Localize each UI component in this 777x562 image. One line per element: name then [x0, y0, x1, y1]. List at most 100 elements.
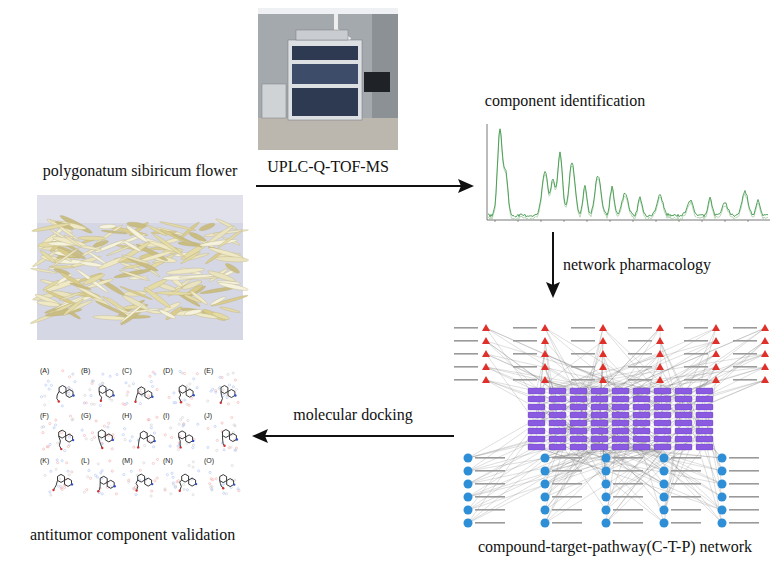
- tiny-label-mark: [571, 340, 595, 342]
- residue-dot: [197, 423, 199, 425]
- flower-seed: [92, 239, 109, 248]
- residue-dot: [124, 428, 126, 430]
- molecule-ring: [182, 474, 189, 482]
- network-link: [641, 354, 765, 415]
- residue-dot: [99, 384, 101, 386]
- arrow-line: [256, 185, 462, 187]
- residue-dot: [183, 372, 185, 374]
- residue-dot: [215, 478, 217, 480]
- tiny-label-mark: [733, 340, 757, 342]
- panel-letter: (H): [122, 412, 132, 420]
- network-link: [620, 431, 722, 497]
- molecule-ring: [66, 390, 73, 398]
- tiny-label-mark: [454, 379, 478, 381]
- network-link: [557, 391, 722, 510]
- network-link: [536, 407, 664, 484]
- molecule-ring: [59, 430, 66, 438]
- flow-arrow: [252, 429, 454, 443]
- residue-dot: [86, 489, 88, 491]
- residue-dot: [234, 425, 236, 427]
- target-box: [570, 436, 587, 442]
- tiny-label-mark: [671, 496, 701, 498]
- residue-dot: [227, 373, 229, 375]
- residue-dot: [173, 392, 175, 394]
- flower-seed: [37, 300, 61, 307]
- arrow-head: [252, 429, 268, 443]
- flower-seed: [152, 232, 186, 258]
- tiny-label-mark: [671, 470, 701, 472]
- image-panel: UPLC-Q-TOF-MS: [255, 6, 401, 178]
- target-box: [633, 412, 650, 418]
- target-box: [570, 388, 587, 394]
- tick: [495, 220, 496, 222]
- target-box: [549, 404, 566, 410]
- target-box: [570, 404, 587, 410]
- molecule-ring: [147, 435, 154, 443]
- residue-dot: [154, 373, 156, 375]
- flower-seed: [209, 295, 226, 306]
- tiny-label-mark: [454, 353, 478, 355]
- residue-dot: [235, 447, 237, 449]
- compound-triangle: [599, 363, 607, 370]
- compound-triangle: [482, 376, 490, 383]
- residue-dot: [72, 418, 74, 420]
- pathway-circle: [660, 493, 669, 502]
- residue-dot: [100, 438, 102, 440]
- target-box: [528, 412, 545, 418]
- atom-dot: [52, 489, 54, 491]
- target-box: [528, 428, 545, 434]
- residue-dot: [211, 488, 213, 490]
- residue-dot: [152, 371, 154, 373]
- residue-dot: [164, 434, 166, 436]
- target-box: [591, 396, 608, 402]
- residue-dot: [103, 425, 105, 427]
- target-box: [675, 404, 692, 410]
- tiny-label-mark: [513, 379, 537, 381]
- residue-dot: [123, 474, 125, 476]
- residue-dot: [174, 486, 176, 488]
- network-link: [468, 431, 557, 471]
- atom-dot: [223, 445, 225, 447]
- residue-dot: [53, 427, 55, 429]
- target-box: [612, 404, 629, 410]
- residue-dot: [196, 373, 198, 375]
- tiny-label-mark: [671, 509, 701, 511]
- network-link: [536, 367, 660, 391]
- network-link: [545, 415, 620, 497]
- molecule-ring: [98, 430, 105, 438]
- network-link: [468, 447, 557, 510]
- target-box: [654, 396, 671, 402]
- atom-dot: [236, 438, 238, 440]
- atom-dot: [72, 394, 74, 396]
- molecule-bond: [57, 392, 59, 402]
- instrument-panel: [292, 88, 358, 116]
- target-box: [549, 444, 566, 450]
- tiny-label-mark: [571, 379, 595, 381]
- instrument-body: [288, 40, 362, 120]
- network-link: [486, 341, 704, 407]
- network-link: [557, 415, 664, 523]
- residue-dot: [109, 398, 111, 400]
- flower-seed: [219, 306, 240, 314]
- target-box: [675, 412, 692, 418]
- panel-letter: (D): [163, 367, 173, 375]
- atom-dot: [179, 446, 181, 448]
- network-link: [578, 354, 765, 415]
- residue-dot: [101, 493, 103, 495]
- network-link: [486, 328, 683, 415]
- network-link: [486, 341, 557, 407]
- pathway-circle: [718, 467, 727, 476]
- target-box: [696, 404, 713, 410]
- target-box: [591, 404, 608, 410]
- atom-dot: [233, 483, 235, 485]
- residue-dot: [181, 416, 183, 418]
- instrument-top: [296, 30, 348, 40]
- residue-dot: [223, 449, 225, 451]
- residue-dot: [209, 483, 211, 485]
- network-link: [620, 439, 664, 471]
- network-link: [468, 423, 536, 510]
- residue-dot: [234, 379, 236, 381]
- target-box: [696, 420, 713, 426]
- flower-seed: [52, 235, 87, 248]
